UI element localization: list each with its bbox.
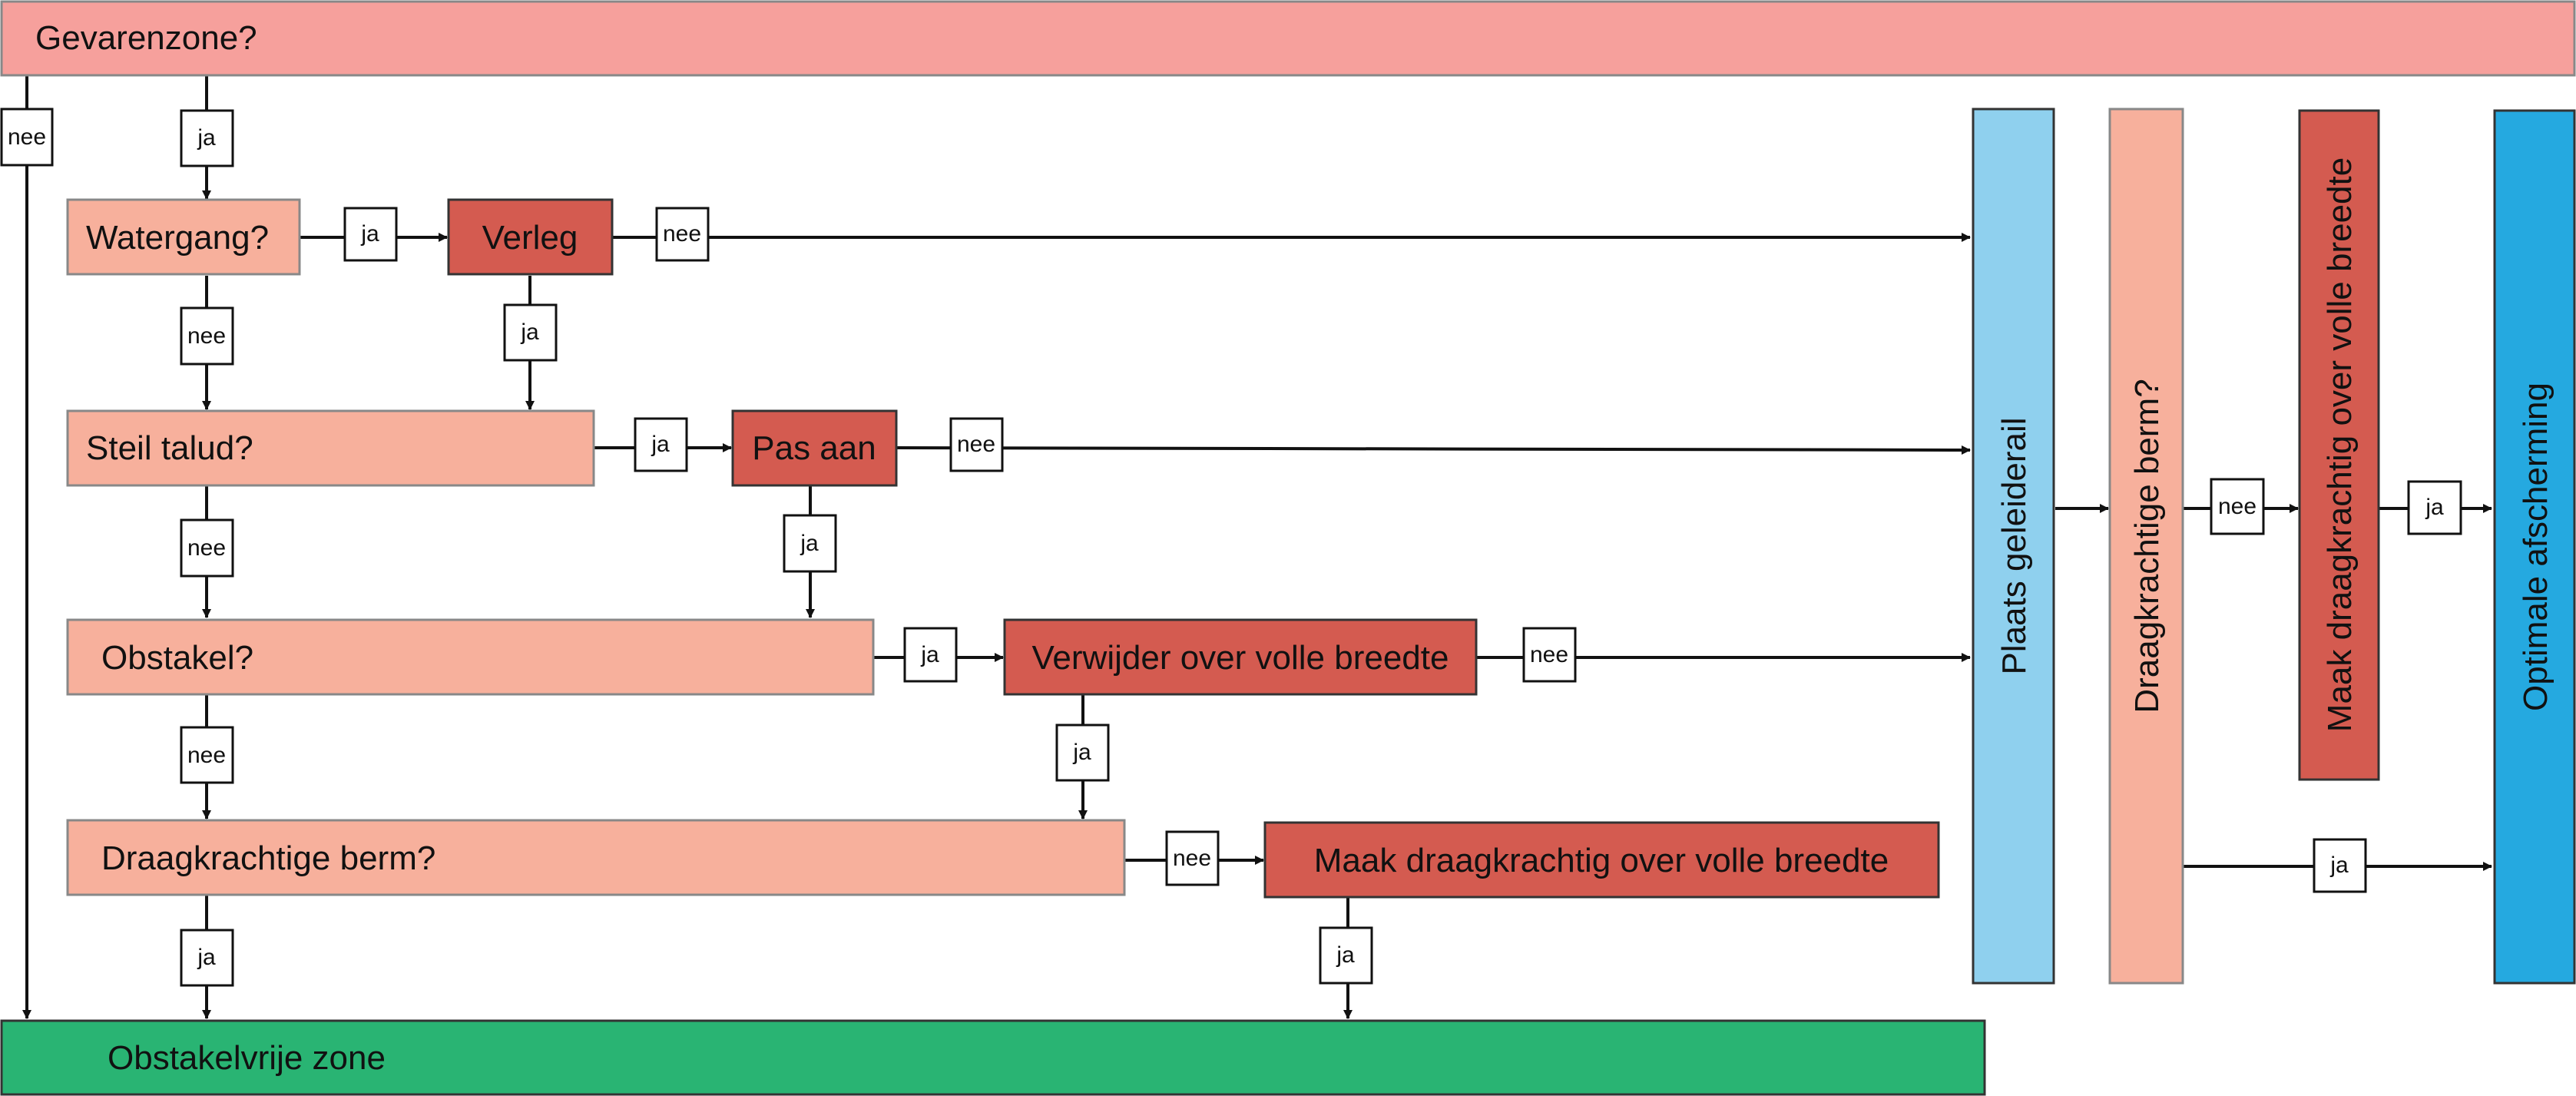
edge-pas-nee: [896, 445, 1971, 455]
label-nee-verwijder: nee: [1530, 642, 1568, 667]
node-draagkrachtige-berm-2-box: [2108, 108, 2184, 985]
node-draagkrachtige-berm-2: Draagkrachtige berm?: [2128, 379, 2166, 713]
node-watergang-box: [66, 198, 301, 276]
node-steil-talud-box: [66, 409, 595, 487]
label-nee-obstakel: nee: [187, 743, 226, 768]
label-ja-maak: ja: [1336, 942, 1355, 968]
node-plaats-geleiderail: Plaats geleiderail: [1995, 417, 2033, 674]
node-maak-draagkrachtig-2: Maak draagkrachtig over volle breedte: [2321, 157, 2359, 732]
node-draagkrachtige-berm-box: [66, 819, 1126, 896]
node-steil-talud: Steil talud?: [86, 429, 253, 467]
node-obstakelvrije-zone-box: [0, 1019, 1986, 1096]
label-ja-steil: ja: [651, 432, 670, 457]
node-verwijder: Verwijder over volle breedte: [1032, 639, 1449, 677]
label-nee-watergang: nee: [187, 323, 226, 349]
label-ja-obstakel: ja: [920, 642, 939, 667]
label-nee-pas: nee: [957, 432, 995, 457]
label-ja-top: ja: [197, 125, 216, 151]
node-obstakelvrije-zone: Obstakelvrije zone: [108, 1039, 386, 1077]
node-pas-aan: Pas aan: [752, 429, 876, 467]
label-ja-pas: ja: [800, 531, 819, 556]
label-ja-berm2: ja: [2329, 853, 2349, 878]
node-verwijder-box: [1003, 618, 1478, 696]
label-ja-maak2: ja: [2425, 495, 2444, 520]
node-plaats-geleiderail-box: [1972, 108, 2055, 985]
label-ja-verwijder: ja: [1072, 740, 1091, 765]
node-maak-draagkrachtig: Maak draagkrachtig over volle breedte: [1314, 842, 1889, 879]
node-optimale-afscherming-box: [2493, 109, 2576, 985]
label-nee-berm2: nee: [2218, 494, 2256, 519]
node-draagkrachtige-berm: Draagkrachtige berm?: [101, 839, 435, 877]
node-verleg: Verleg: [482, 219, 578, 257]
node-maak-draagkrachtig-box: [1263, 821, 1940, 899]
label-nee-left: nee: [8, 124, 46, 150]
node-verleg-box: [447, 198, 614, 276]
node-watergang: Watergang?: [86, 219, 269, 257]
node-gevarenzone: Gevarenzone?: [35, 19, 257, 57]
label-nee-steil: nee: [187, 535, 226, 561]
node-optimale-afscherming: Optimale afscherming: [2517, 382, 2554, 711]
node-maak-draagkrachtig-2-box: [2298, 109, 2380, 781]
node-pas-aan-box: [731, 409, 898, 487]
label-nee-verleg: nee: [663, 221, 701, 247]
label-ja-watergang: ja: [360, 221, 379, 247]
node-gevarenzone-box: [0, 0, 2576, 77]
node-obstakel-box: [66, 618, 875, 696]
node-obstakel: Obstakel?: [101, 639, 253, 677]
label-ja-verleg: ja: [520, 320, 539, 345]
label-nee-berm: nee: [1173, 846, 1211, 871]
label-ja-berm: ja: [197, 945, 216, 970]
